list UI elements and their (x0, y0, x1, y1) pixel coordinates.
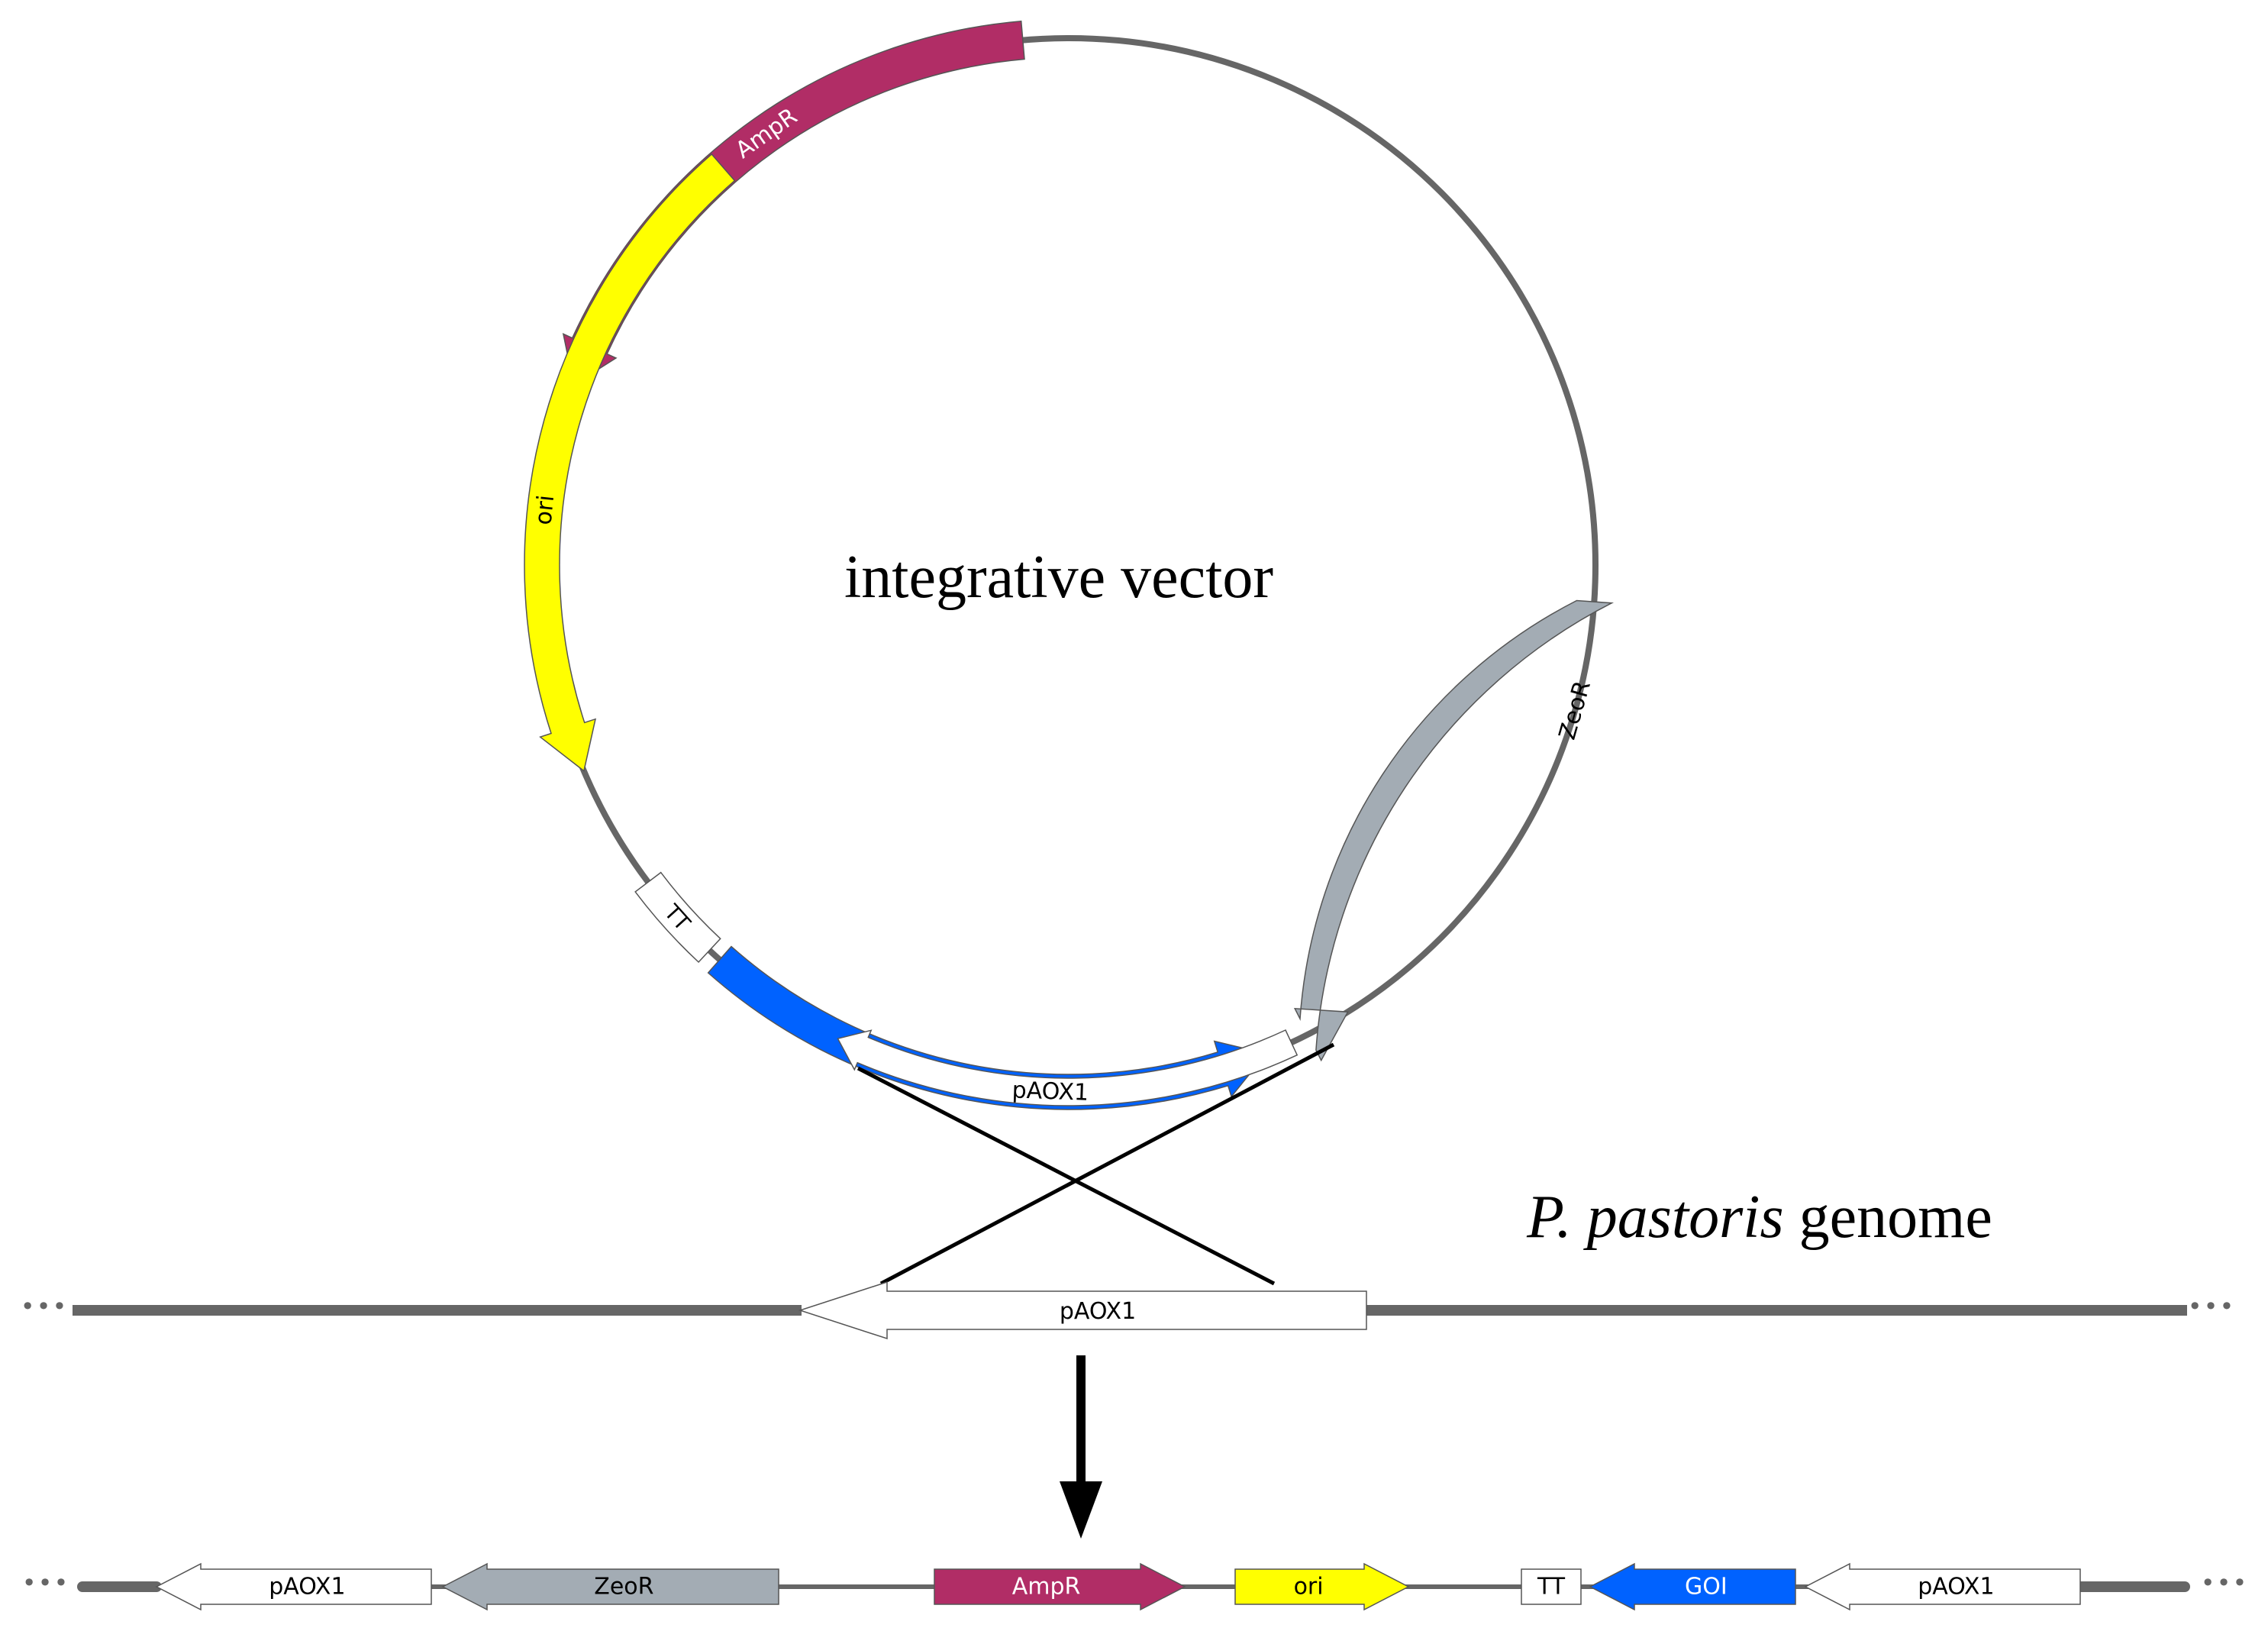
result-label-paox1-right: pAOX1 (1918, 1574, 1994, 1600)
plasmid-map: AmpR ori TT GOI pAOX1 ZeoR integrative v… (524, 20, 1615, 1110)
crossover-lines (857, 1042, 1335, 1286)
result-feature-paox1-left: pAOX1 (155, 1562, 432, 1611)
vector-label-zeor: ZeoR (1554, 678, 1596, 743)
vector-label-ori: ori (530, 494, 560, 526)
integration-arrow (1060, 1355, 1102, 1539)
genome-suffix: genome (1799, 1184, 1992, 1251)
result-feature-goi: GOI (1589, 1562, 1796, 1611)
result-label-goi: GOI (1685, 1574, 1728, 1600)
vector-feature-tt (634, 871, 721, 964)
genome-label: P. pastoris genome (1526, 1184, 1992, 1251)
genome-species: P. pastoris (1526, 1184, 1783, 1251)
result-track: ••• ••• pAOX1 ZeoR AmpR ori TT GOI (22, 1562, 2249, 1611)
result-ellipsis-right: ••• (2201, 1568, 2249, 1597)
result-label-zeor: ZeoR (594, 1574, 653, 1600)
integration-arrow-head (1060, 1481, 1102, 1539)
result-label-tt: TT (1537, 1574, 1566, 1600)
result-feature-tt: TT (1521, 1568, 1582, 1605)
result-ellipsis-left: ••• (22, 1568, 70, 1597)
result-feature-paox1-right: pAOX1 (1804, 1562, 2081, 1611)
vector-feature-paox1 (837, 1029, 1299, 1106)
genome-ellipsis-left: ••• (21, 1292, 69, 1321)
vector-feature-ori (524, 153, 736, 772)
result-label-ori: ori (1294, 1574, 1324, 1600)
vector-title: integrative vector (844, 544, 1273, 611)
genome-track: P. pastoris genome ••• ••• pAOX1 (21, 1184, 2236, 1340)
vector-feature-ampr (562, 20, 1025, 386)
result-feature-ampr: AmpR (934, 1562, 1186, 1611)
genome-feature-label: pAOX1 (1060, 1298, 1136, 1325)
genome-feature-paox1 (798, 1281, 1367, 1340)
result-label-paox1-left: pAOX1 (269, 1574, 345, 1600)
genome-ellipsis-right: ••• (2188, 1292, 2236, 1321)
crossover-line-left (857, 1066, 1276, 1286)
result-feature-ori: ori (1234, 1562, 1410, 1611)
vector-feature-zeor (1293, 599, 1615, 1062)
crossover-line-right (879, 1042, 1335, 1286)
result-feature-zeor: ZeoR (441, 1562, 779, 1611)
result-label-ampr: AmpR (1012, 1574, 1081, 1600)
vector-label-paox1: pAOX1 (1011, 1077, 1089, 1106)
